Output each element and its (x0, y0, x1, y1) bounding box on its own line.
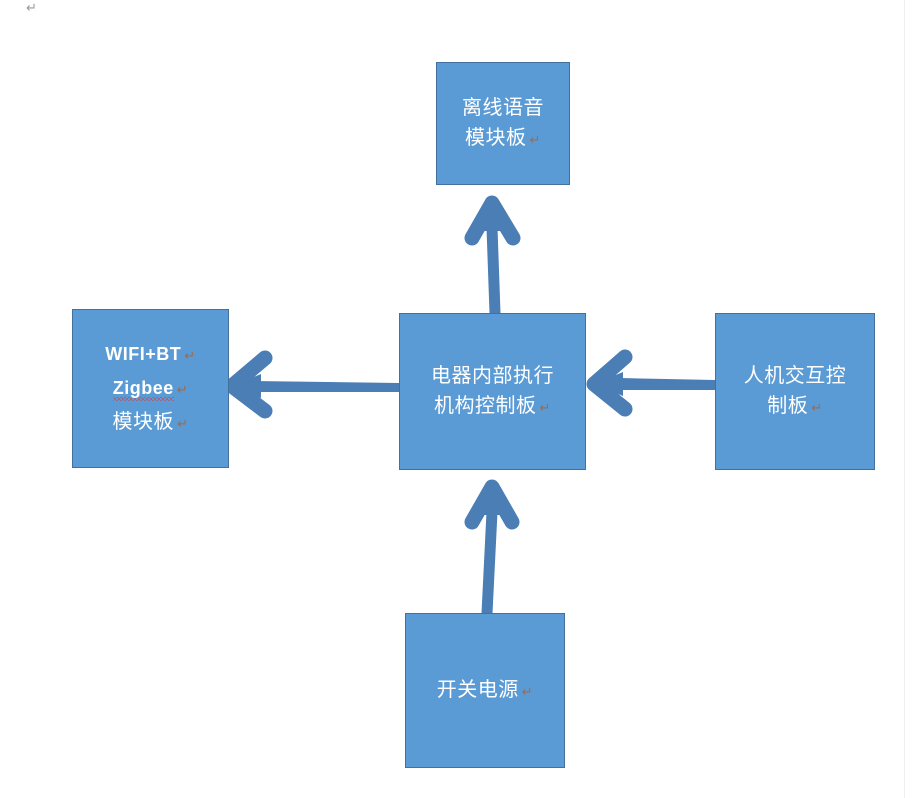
paragraph-mark-icon: ↵ (539, 399, 551, 415)
node-wireless-label: WIFI+BT↵Zigbee↵模块板↵ (105, 343, 196, 433)
node-wifi-bt-zigbee-module[interactable]: WIFI+BT↵Zigbee↵模块板↵ (72, 309, 229, 468)
node-appliance-actuator-control-board[interactable]: 电器内部执行机构控制板↵ (399, 313, 586, 470)
arrow-core-to-voice (464, 195, 521, 319)
arrow-core-to-wireless (224, 350, 399, 419)
node-power-label: 开关电源↵ (436, 678, 534, 701)
paragraph-mark-icon: ↵ (529, 131, 541, 147)
node-hmi-label: 人机交互控制板↵ (743, 364, 847, 417)
arrow-hmi-to-core (586, 349, 715, 417)
paragraph-mark-icon: ↵ (521, 683, 534, 699)
paragraph-mark-icon: ↵ (184, 347, 196, 363)
page-margin-guide (904, 0, 905, 798)
node-offline-voice-module[interactable]: 离线语音模块板↵ (436, 62, 570, 185)
node-voice-label: 离线语音模块板↵ (462, 96, 544, 149)
paragraph-mark-icon: ↵ (176, 381, 189, 397)
spellcheck-underlined-word: Zigbee (112, 377, 174, 401)
paragraph-mark-icon: ↵ (177, 415, 189, 431)
stray-paragraph-mark-icon: ↵ (26, 0, 37, 15)
node-switching-power-supply[interactable]: 开关电源↵ (405, 613, 565, 768)
node-core-label: 电器内部执行机构控制板↵ (431, 364, 554, 417)
node-human-machine-interface-board[interactable]: 人机交互控制板↵ (715, 313, 875, 470)
paragraph-mark-icon: ↵ (811, 399, 823, 415)
arrow-power-to-core (464, 479, 520, 619)
